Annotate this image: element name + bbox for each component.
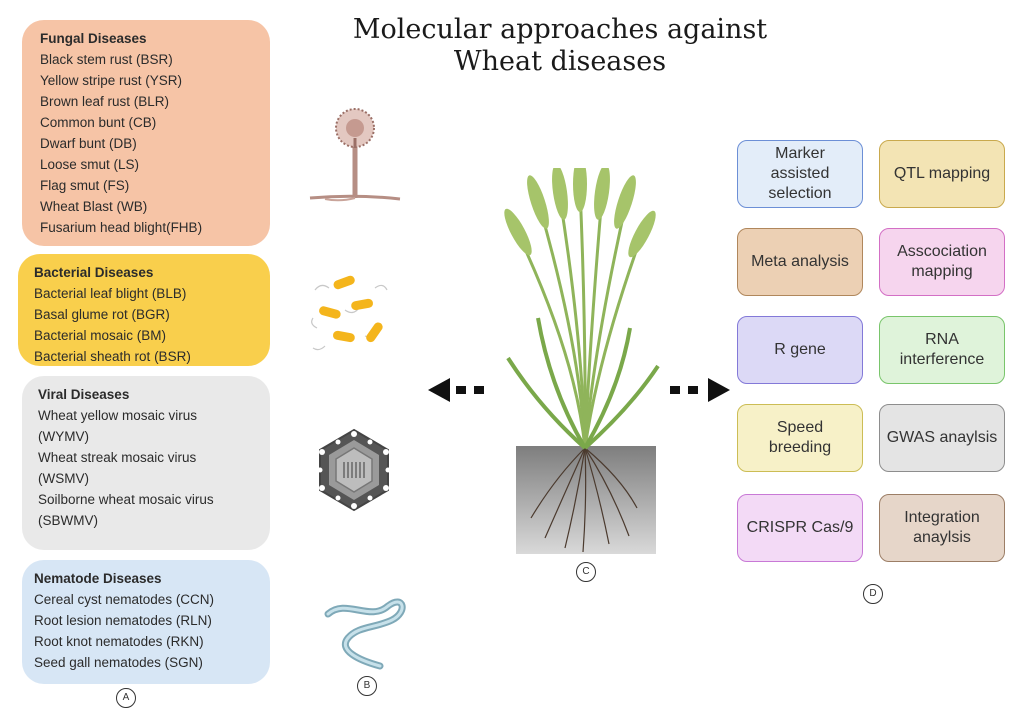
approach-label: Integration anaylsis (904, 509, 980, 546)
bacterial-item: Basal glume rot (BGR) (34, 307, 170, 322)
bacterial-diseases-box: Bacterial Diseases Bacterial leaf blight… (18, 254, 270, 366)
approach-qtl-mapping: QTL mapping (879, 140, 1005, 208)
approach-meta-analysis: Meta analysis (737, 228, 863, 296)
title-line-1: Molecular approaches against (352, 14, 768, 45)
panel-label-c: C (576, 562, 596, 582)
approach-label: Marker assisted selection (768, 145, 832, 202)
viral-heading: Viral Diseases (38, 387, 130, 402)
right-arrow-icon (670, 378, 730, 402)
fungal-item: Common bunt (CB) (40, 115, 157, 130)
panel-label-b: B (357, 676, 377, 696)
approach-label: R gene (774, 341, 826, 358)
fungal-item: Brown leaf rust (BLR) (40, 94, 170, 109)
nematode-item: Cereal cyst nematodes (CCN) (34, 592, 215, 607)
fungal-item: Black stem rust (BSR) (40, 52, 173, 67)
bacteria-icon (311, 275, 388, 351)
approach-label: GWAS anaylsis (886, 429, 998, 446)
fungal-item: Dwarf bunt (DB) (40, 136, 137, 151)
fungal-heading: Fungal Diseases (40, 31, 147, 46)
left-arrow-icon (428, 378, 484, 402)
virus-icon (317, 428, 391, 512)
bacterial-item: Bacterial sheath rot (BSR) (34, 349, 191, 364)
nematode-diseases-box: Nematode Diseases Cereal cyst nematodes … (22, 560, 270, 684)
approach-label: RNA interference (899, 331, 985, 368)
viral-item: Wheat streak mosaic virus (38, 450, 197, 465)
approach-crispr-cas9: CRISPR Cas/9 (737, 494, 863, 562)
approach-rna-interference: RNA interference (879, 316, 1005, 384)
bacterial-heading: Bacterial Diseases (34, 265, 154, 280)
viral-item: (WSMV) (38, 471, 89, 486)
approach-association-mapping: Asscociation mapping (879, 228, 1005, 296)
approach-marker-assisted-selection: Marker assisted selection (737, 140, 863, 208)
nematode-item: Root lesion nematodes (RLN) (34, 613, 212, 628)
fungus-icon (309, 108, 401, 202)
bacterial-item: Bacterial leaf blight (BLB) (34, 286, 187, 301)
wheat-plant-icon (504, 168, 660, 554)
bacterial-item: Bacterial mosaic (BM) (34, 328, 167, 343)
title-line-2: Wheat diseases (453, 46, 667, 77)
panel-label-a: A (116, 688, 136, 708)
viral-item: (SBWMV) (38, 513, 98, 528)
fungal-item: Yellow stripe rust (YSR) (40, 73, 183, 88)
approach-integration-analysis: Integration anaylsis (879, 494, 1005, 562)
nematode-icon (324, 598, 406, 670)
approach-label: CRISPR Cas/9 (746, 519, 854, 536)
approach-label: Meta analysis (751, 253, 849, 270)
nematode-item: Seed gall nematodes (SGN) (34, 655, 203, 670)
nematode-heading: Nematode Diseases (34, 571, 162, 586)
viral-item: (WYMV) (38, 429, 89, 444)
viral-diseases-box: Viral Diseases Wheat yellow mosaic virus… (22, 376, 270, 550)
panel-label-d: D (863, 584, 883, 604)
viral-item: Soilborne wheat mosaic virus (38, 492, 214, 507)
approach-label: Asscociation mapping (897, 243, 987, 280)
approach-label: Speed breeding (768, 419, 832, 456)
fungal-diseases-box: Fungal Diseases Black stem rust (BSR) Ye… (22, 20, 270, 246)
fungal-item: Loose smut (LS) (40, 157, 140, 172)
approach-r-gene: R gene (737, 316, 863, 384)
viral-item: Wheat yellow mosaic virus (38, 408, 198, 423)
nematode-item: Root knot nematodes (RKN) (34, 634, 204, 649)
fungal-item: Fusarium head blight(FHB) (40, 220, 203, 235)
diagram-title: Molecular approaches against Wheat disea… (330, 14, 790, 78)
fungal-item: Flag smut (FS) (40, 178, 130, 193)
fungal-item: Wheat Blast (WB) (40, 199, 148, 214)
approach-gwas-analysis: GWAS anaylsis (879, 404, 1005, 472)
approach-label: QTL mapping (893, 165, 991, 182)
approach-speed-breeding: Speed breeding (737, 404, 863, 472)
